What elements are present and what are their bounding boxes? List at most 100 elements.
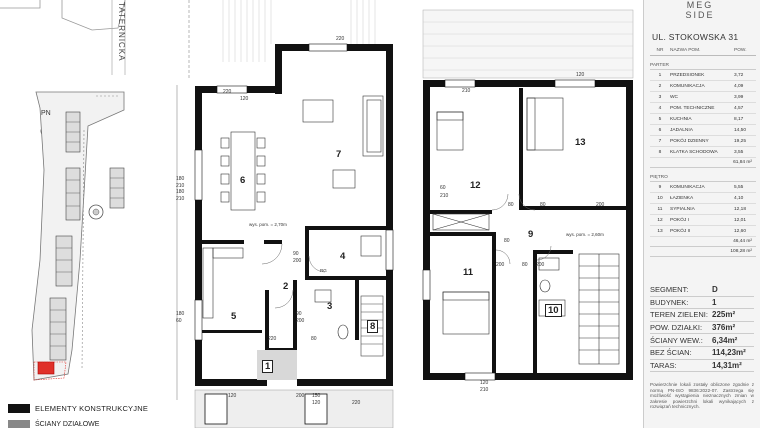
room-number: 11 [463,267,474,278]
dimension: 180 [176,311,185,317]
cell-area: 4,09 [734,83,744,89]
stat-row: SEGMENT: D [650,284,754,297]
stat-label: BUDYNEK: [650,297,689,307]
cell-nr: 4 [658,105,662,111]
cell-name: POKÓJ II [670,228,691,234]
address: UL. STOKOWSKA 31 [652,32,739,42]
room-number: 13 [575,137,586,148]
cell-nr: 6 [658,127,662,133]
section-label: PIĘTRO [650,174,756,182]
cell-nr: 2 [658,83,662,89]
legend-label: ELEMENTY KONSTRUKCYJNE [35,404,149,413]
dimension: 60 [176,318,182,324]
dimension: 90 [296,311,302,317]
section-label: PARTER [650,62,756,70]
room-number: 4 [340,251,346,262]
stat-value: 14,31m² [712,360,742,370]
dimension: 210 [176,196,185,202]
dimension: 220 [336,36,345,42]
cell-name: KOMUNIKACJA [670,83,705,89]
brand-logo: MEG SIDE [672,0,728,28]
stat-value: D [712,285,718,295]
dimension: 120 [228,393,237,399]
room-number: 10 [545,304,562,317]
cell-area: 4,10 [734,195,744,201]
stat-row: POW. DZIAŁKI: 376m² [650,322,754,335]
room-number: 6 [240,175,246,186]
room-number: 12 [470,180,481,191]
dimension: 210 [462,88,471,94]
dimension: 220 [223,89,232,95]
dimension: 200 [296,393,305,399]
cell-area: 12,60 [734,228,747,234]
cell-area: 4,57 [734,105,744,111]
stat-label: BEZ ŚCIAN: [650,348,692,358]
table-row: 7 POKÓJ DZIENNY 19,25 [650,136,756,147]
stat-row: BUDYNEK: 1 [650,297,754,310]
stat-label: TEREN ZIELENI: [650,310,708,320]
cell-name: ŁAZIENKA [670,195,694,201]
cell-nr: 3 [658,94,662,100]
cell-name: WC [670,94,678,100]
dimension: 120 [240,96,249,102]
dimension: 80 [540,202,546,208]
cell-nr: 7 [658,138,662,144]
legend-label: ŚCIANY DZIAŁOWE [35,420,100,428]
stat-value: 6,34m² [712,335,738,345]
cell-area: 3,72 [734,72,744,78]
room-number: 1 [262,360,274,373]
cell-name: KLATKA SCHODOWA [670,149,718,155]
dimension: 200 [536,262,545,268]
table-row: 13 POKÓJ II 12,60 [650,226,756,237]
cell-name: POKÓJ I [670,217,689,223]
dimension: 210 [176,183,185,189]
dimension: 210 [480,387,489,393]
table-header: NR NAZWA POM. POW. [650,47,756,56]
first-floor-plan [422,9,634,381]
cell-area: 19,25 [734,138,747,144]
header-name: NAZWA POM. [670,48,701,53]
cell-name: KUCHNIA [670,116,692,122]
street-label: TATERNICKA [117,2,126,62]
room-number: 5 [231,311,237,322]
table-row: 12 POKÓJ I 12,01 [650,215,756,226]
cell-name: JADALNIA [670,127,693,133]
stat-value: 376m² [712,323,736,333]
cell-name: POKÓJ DZIENNY [670,138,709,144]
dimension: 200 [293,258,302,264]
stat-value: 1 [712,297,717,307]
area-note: Powierzchnie lokali zostały obliczone zg… [650,382,754,410]
stat-value: 114,23m² [712,348,746,358]
stat-row: BEZ ŚCIAN: 114,23m² [650,347,754,360]
cell-area: 3,55 [734,149,744,155]
table-row: 3 WC 3,99 [650,92,756,103]
ground-floor-plan [176,0,394,428]
header-area: POW. [734,48,747,53]
stat-row: TARAS:14,31m² [650,360,754,373]
rg-label: RG [320,268,327,273]
site-plan [0,0,126,381]
dimension: 220 [268,336,277,342]
ceiling-note: wys. pom. = 2,60m [566,232,604,237]
cell-area: 8,17 [734,116,744,122]
stat-row: TEREN ZIELENI:225m² [650,309,754,322]
cell-nr: 5 [658,116,662,122]
cell-nr: 8 [658,149,662,155]
stat-label: SEGMENT: [650,285,689,295]
dimension: 210 [440,193,449,199]
dimension: 180 [176,176,185,182]
grand-total: 108,28 m² [650,247,756,257]
cell-area: 3,99 [734,94,744,100]
subtotal: 61,84 m² [650,158,756,168]
cell-area: 12,01 [734,217,747,223]
cell-nr: 13 [657,228,663,234]
stat-label: POW. DZIAŁKI: [650,323,703,333]
cell-nr: 12 [657,217,663,223]
ceiling-note: wys. pom. = 2,70m [249,222,287,227]
